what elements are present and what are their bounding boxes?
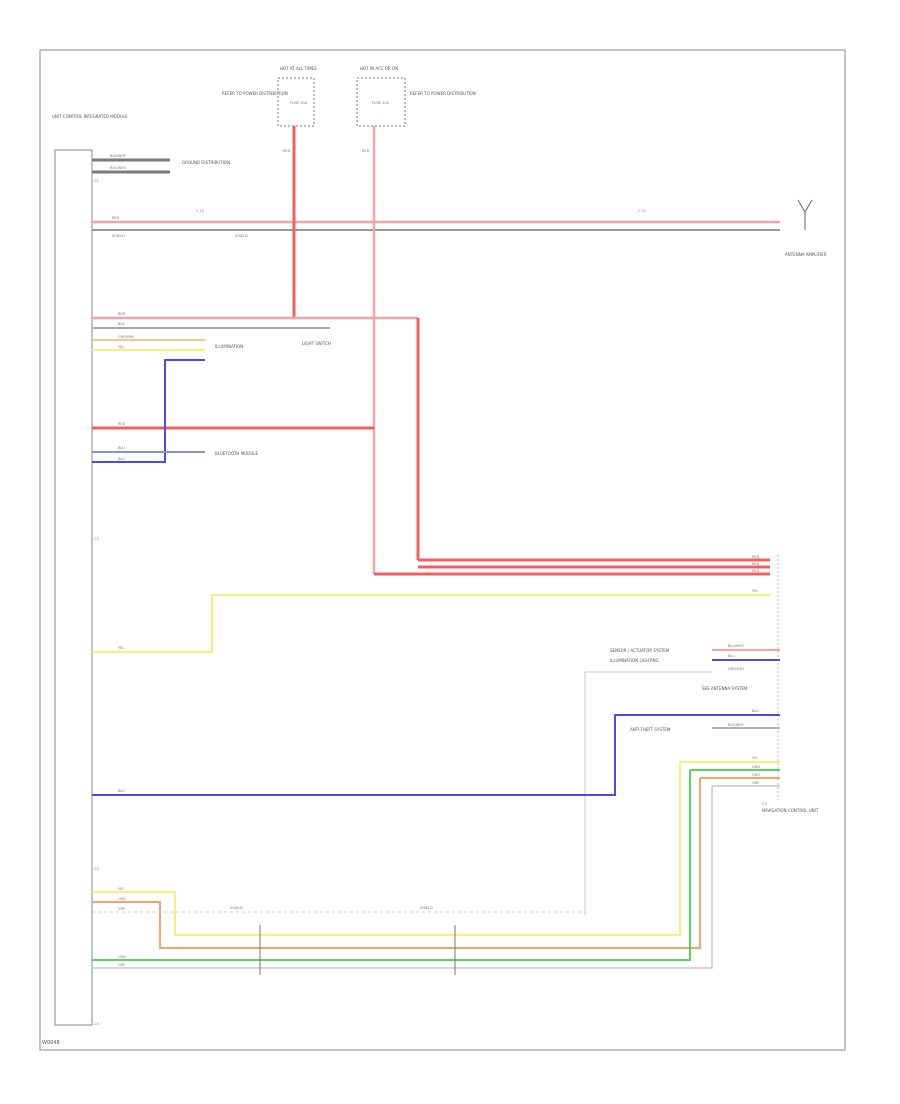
side-label-1: SENSOR / ACTUATOR SYSTEM [610, 648, 670, 653]
fuse-left-rating: FUSE 10A [290, 101, 308, 105]
wire-blue1-label: BLU [118, 446, 125, 450]
rt-blu-label: BLU [728, 654, 735, 658]
wire-row2-label: BLK [118, 322, 125, 326]
wire-top-left-1-label: BLK/WHT [110, 154, 127, 158]
wire-blue-low [92, 714, 780, 796]
footer-code: W0048 [42, 1040, 60, 1046]
illumination-label: ILLUMINATION [215, 344, 243, 349]
rt-gry-label: GRY/WHT [728, 667, 745, 671]
fuse-right-wire-label: RED [362, 149, 370, 153]
wire-blue2-label: BLU [118, 457, 125, 461]
fuse-left-desc: REFER TO POWER DISTRIBUTION [222, 91, 288, 96]
rt-red1-label: RED [752, 555, 760, 559]
connector-c2-label: C 11 [638, 209, 646, 213]
wire-antenna-shield2-label: SHIELD [235, 234, 248, 238]
bottom-gry-label: GRY [118, 907, 126, 911]
wire-mid-red-label: RED [118, 422, 126, 426]
rt-red2-label: RED [752, 562, 760, 566]
rt-red3-label: RED [752, 569, 760, 573]
shield-run-label-1: SHIELD [230, 906, 243, 910]
bottom-gry2-label: GRY [118, 963, 126, 967]
rt-yel-label: YEL [752, 589, 758, 593]
wire-row1-label: RED [118, 312, 126, 316]
wire-antenna-shield-label: SHIELD [112, 234, 125, 238]
rt-grn-label: GRN [752, 765, 760, 769]
connector-c1-label: C 10 [196, 209, 204, 213]
wire-row3-label: GRY/BRN [118, 335, 134, 339]
shield-run-label-2: SHIELD [420, 906, 433, 910]
antenna-label: ANTENNA AMPLIFIER [785, 252, 827, 257]
bottom-org-label: ORG [118, 897, 126, 901]
left-module-title: UNIT CONTROL INTEGRATED MODULE [52, 114, 128, 119]
rt-gry2-label: GRY [752, 781, 760, 785]
bottom-grn-label: GRN [118, 955, 126, 959]
fuse-right-desc: REFER TO POWER DISTRIBUTION [410, 91, 476, 96]
left-module-box [54, 149, 93, 1026]
right-module-label: NAVIGATION CONTROL UNIT [762, 808, 819, 813]
wire-blue-1 [92, 359, 205, 463]
left-module-connector-top: C2 [94, 179, 99, 183]
side-label-3: SEE ANTENNA SYSTEM [702, 686, 748, 691]
antenna-icon [797, 199, 813, 230]
bluetooth-label: BLUETOOTH MODULE [215, 451, 259, 456]
fuse-right-rating: FUSE 10A [372, 101, 390, 105]
wire-yellow-mid-label: YEL [118, 646, 124, 650]
fuse-left-wire-label: RED [283, 149, 291, 153]
wire-bottom-gry2 [92, 786, 713, 969]
wire-top-left-2-label: BLK/WHT [110, 166, 127, 170]
rt-blu2-label: BLU [752, 709, 759, 713]
wire-row4-label: YEL [118, 345, 124, 349]
bottom-yel-label: YEL [118, 887, 124, 891]
side-label-2: ILLUMINATION LIGHTING [610, 658, 659, 663]
diagram-frame [39, 49, 846, 1051]
rt-blu-wht-label: BLU/WHT [728, 644, 745, 648]
side-label-5: ANTI-THEFT SYSTEM [630, 727, 671, 732]
wire-blue-low-label: BLU [118, 789, 125, 793]
rt-yel2-label: YEL [752, 756, 758, 760]
rt-blk-label: BLK/WHT [728, 723, 745, 727]
rt-org-label: ORG [752, 773, 760, 777]
fuse-left-header: HOT AT ALL TIMES [280, 66, 317, 71]
light-switch-label: LIGHT SWITCH [302, 341, 331, 346]
fuse-box-left [277, 77, 315, 127]
wire-yellow-mid [92, 594, 770, 653]
right-module-connector: C3 [762, 802, 767, 806]
wire-bottom-grn [92, 770, 691, 961]
left-module-connector-end: C4 [94, 1022, 99, 1026]
wire-bottom-org [92, 778, 701, 949]
left-module-connector-mid: C3 [94, 537, 99, 541]
left-module-connector-bottom: C4 [94, 867, 99, 871]
fuse-right-header: HOT IN ACC OR ON [360, 66, 398, 71]
fuse-box-right [356, 77, 406, 127]
wire-bottom-yel [92, 762, 681, 936]
wire-antenna-red-label: RED [112, 216, 120, 220]
ground-dist-label: GROUND DISTRIBUTION [182, 160, 230, 165]
